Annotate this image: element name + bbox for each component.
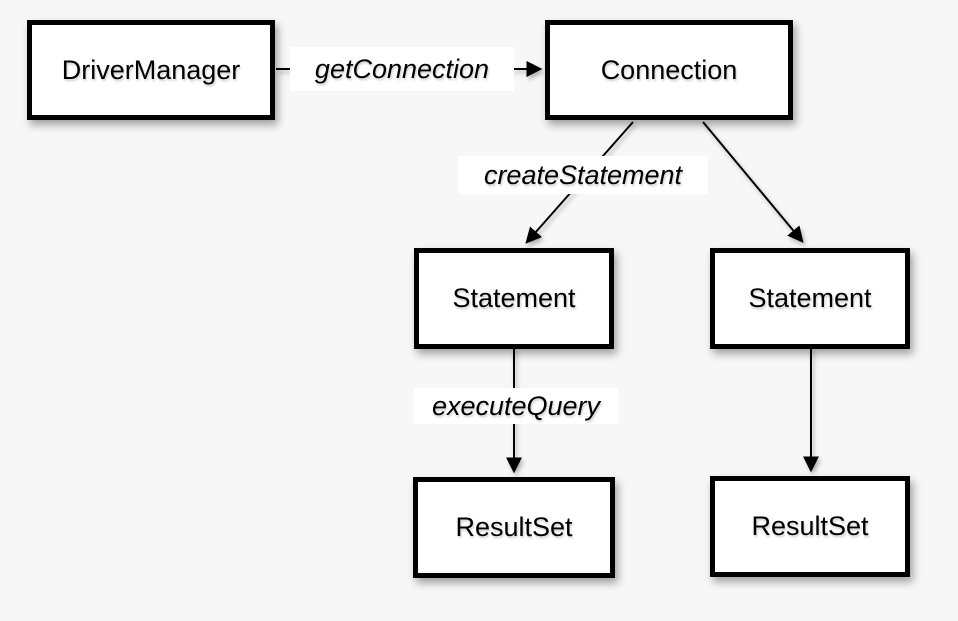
node-statement-left: Statement [414, 248, 614, 349]
node-connection: Connection [545, 20, 793, 120]
node-statement-right: Statement [710, 248, 910, 349]
edge-label-executequery: executeQuery [414, 388, 618, 424]
edge-label-getconnection: getConnection [290, 47, 514, 91]
node-resultset-right: ResultSet [710, 476, 910, 577]
edge-label-createstatement: createStatement [458, 156, 708, 194]
arrow-connection-to-statement-right [702, 121, 804, 243]
node-drivermanager: DriverManager [27, 20, 275, 120]
node-resultset-left: ResultSet [413, 477, 615, 578]
